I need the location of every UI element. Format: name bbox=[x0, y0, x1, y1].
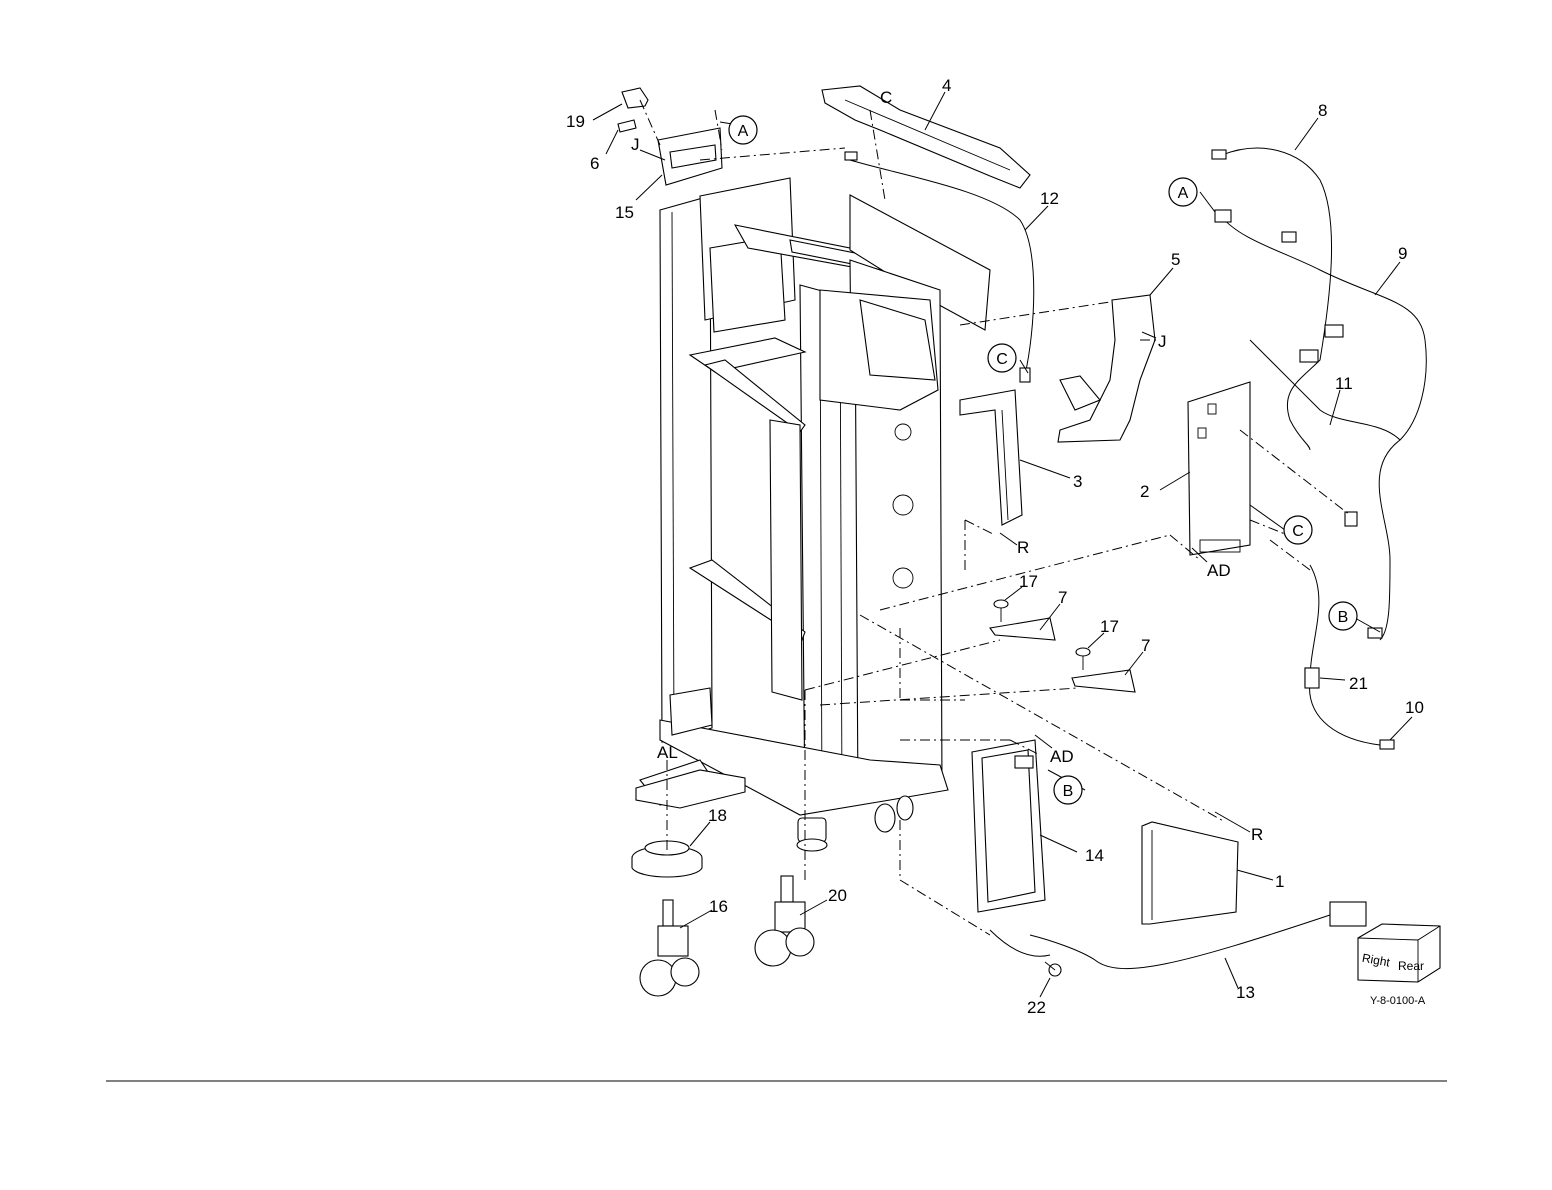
tag-c: C bbox=[880, 88, 892, 107]
main-frame bbox=[636, 178, 990, 851]
callout-18: 18 bbox=[708, 806, 727, 825]
part-1-cover bbox=[1142, 822, 1238, 924]
connector-b-label: B bbox=[1063, 783, 1074, 800]
callout-7: 7 bbox=[1141, 636, 1150, 655]
figure-id: Y-8-0100-A bbox=[1370, 995, 1426, 1007]
part-19-switch bbox=[622, 88, 648, 108]
connector-c-label: C bbox=[1292, 523, 1304, 540]
callout-15: 15 bbox=[615, 203, 634, 222]
callout-6: 6 bbox=[590, 154, 599, 173]
part-22-screw bbox=[1045, 962, 1061, 976]
connector-a-label: A bbox=[1178, 185, 1189, 202]
connector-c-label: C bbox=[996, 351, 1008, 368]
callout-8: 8 bbox=[1318, 101, 1327, 120]
callout-17: 17 bbox=[1019, 572, 1038, 591]
connector-a-label: A bbox=[738, 123, 749, 140]
tag-r: R bbox=[1017, 538, 1029, 557]
part-6-clip bbox=[618, 120, 636, 132]
callout-3: 3 bbox=[1073, 472, 1082, 491]
callout-2: 2 bbox=[1140, 482, 1149, 501]
callout-17: 17 bbox=[1100, 617, 1119, 636]
callout-9: 9 bbox=[1398, 244, 1407, 263]
callout-20: 20 bbox=[828, 886, 847, 905]
callout-22: 22 bbox=[1027, 998, 1046, 1017]
connector-b-label: B bbox=[1338, 609, 1349, 626]
part-5-bracket bbox=[1058, 295, 1155, 442]
callout-21: 21 bbox=[1349, 674, 1368, 693]
part-16-caster bbox=[640, 900, 699, 996]
part-20-caster bbox=[755, 876, 814, 966]
callout-5: 5 bbox=[1171, 250, 1180, 269]
callout-14: 14 bbox=[1085, 846, 1104, 865]
tag-r: R bbox=[1251, 825, 1263, 844]
callout-10: 10 bbox=[1405, 698, 1424, 717]
tag-j: J bbox=[631, 135, 640, 154]
orientation-cube: Right Rear bbox=[1358, 924, 1440, 982]
callout-7: 7 bbox=[1058, 588, 1067, 607]
callout-4: 4 bbox=[942, 76, 951, 95]
callout-11: 11 bbox=[1335, 374, 1353, 393]
part-15-bracket bbox=[658, 128, 722, 185]
part-14-power-supply bbox=[972, 740, 1045, 912]
callout-16: 16 bbox=[709, 897, 728, 916]
tag-al: AL bbox=[657, 743, 678, 762]
part-2-pwb bbox=[1188, 382, 1250, 555]
callout-12: 12 bbox=[1040, 189, 1059, 208]
tag-ad: AD bbox=[1207, 561, 1231, 580]
callout-13: 13 bbox=[1236, 983, 1255, 1002]
callout-19: 19 bbox=[566, 112, 585, 131]
tag-ad: AD bbox=[1050, 747, 1074, 766]
part-3-rail bbox=[960, 390, 1022, 525]
part-21-ferrite bbox=[1305, 668, 1319, 688]
part-4-top-bracket bbox=[822, 86, 1030, 188]
tag-j: J bbox=[1158, 332, 1167, 351]
callout-1: 1 bbox=[1275, 872, 1284, 891]
orientation-rear-label: Rear bbox=[1398, 959, 1424, 973]
